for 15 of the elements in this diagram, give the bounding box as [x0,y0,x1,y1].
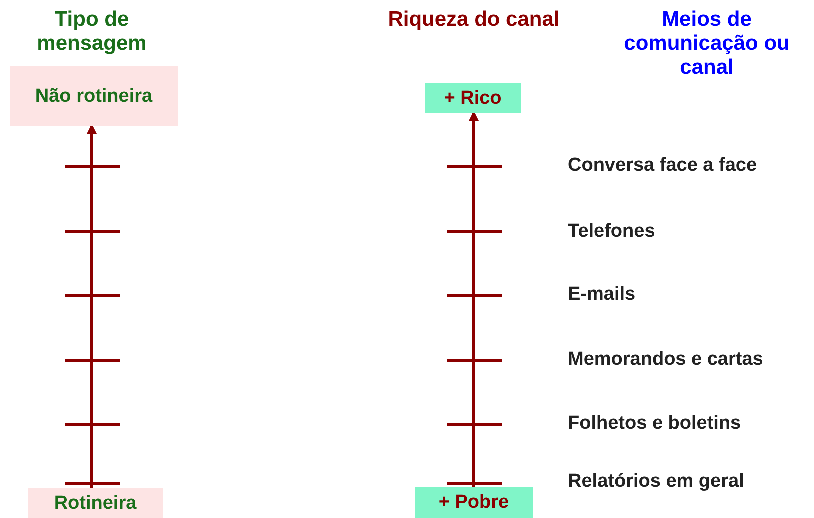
scale-arrow [469,111,479,487]
column-heading: Riqueza do canal [387,8,561,32]
scale-end-box: + Rico [425,83,521,113]
medium-label: Folhetos e boletins [568,413,742,435]
medium-label: Telefones [568,221,656,243]
medium-label: Relatórios em geral [568,471,744,493]
medium-label: Memorandos e cartas [568,349,764,371]
column-heading: Meios de comunicação ou canal [623,8,791,80]
medium-label: E-mails [568,284,636,306]
scale-end-box: Rotineira [28,488,163,518]
scale-end-box: + Pobre [415,487,533,518]
column-heading: Tipo de mensagem [36,8,148,56]
scale-end-box: Não rotineira [10,66,178,126]
scale-arrow [87,124,97,488]
medium-label: Conversa face a face [568,155,758,177]
